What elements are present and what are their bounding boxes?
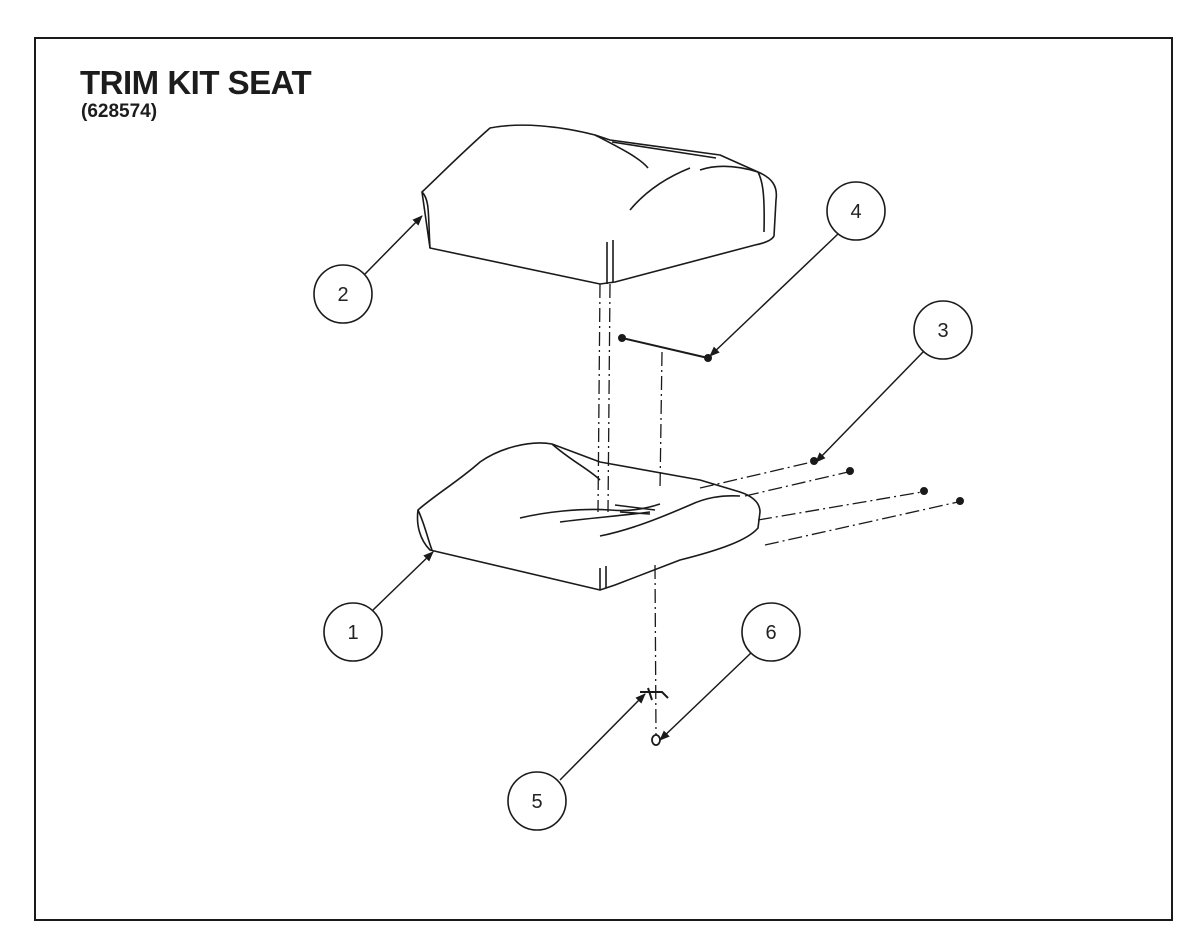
svg-text:6: 6 <box>765 622 776 644</box>
callout-5: 5 <box>507 771 567 831</box>
screw-parts <box>810 457 964 505</box>
callout-6: 6 <box>741 602 801 662</box>
callout-1: 1 <box>323 602 383 662</box>
part-number: (628574) <box>81 101 158 122</box>
svg-text:3: 3 <box>937 320 948 342</box>
leader-lines <box>364 215 925 781</box>
page-title: TRIM KIT SEAT <box>80 64 312 101</box>
svg-text:1: 1 <box>347 622 358 644</box>
svg-text:4: 4 <box>850 201 861 223</box>
callout-3: 3 <box>913 300 973 360</box>
seat-bottom-cushion <box>416 442 761 591</box>
callout-2: 2 <box>313 264 373 324</box>
svg-text:5: 5 <box>531 791 542 813</box>
diagram-frame <box>34 37 1173 921</box>
svg-text:2: 2 <box>337 284 348 306</box>
alignment-lines <box>597 283 959 736</box>
callout-4: 4 <box>826 181 886 241</box>
nut-part <box>651 734 661 746</box>
rod-part <box>618 334 712 362</box>
clip-part <box>640 687 669 701</box>
seat-back-cushion <box>421 124 778 285</box>
